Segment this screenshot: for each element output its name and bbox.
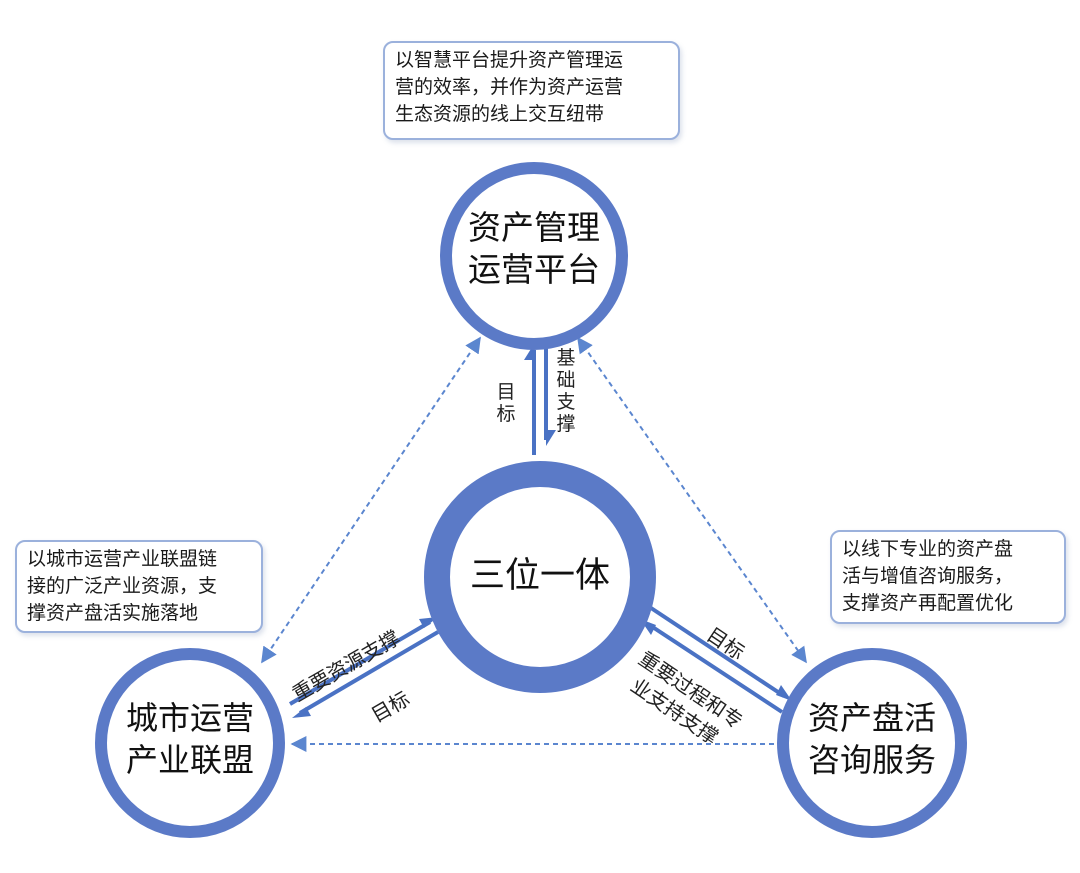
- arrow-center-to-top: [524, 344, 536, 455]
- note-right-line-1: 以线下专业的资产盘: [842, 538, 1014, 560]
- note-top-line-3: 生态资源的线上交互纽带: [395, 103, 605, 125]
- note-top-line-1: 以智慧平台提升资产管理运: [395, 49, 624, 71]
- dashed-edge-top-left: [261, 336, 481, 664]
- node-top-label: 资产管理 运营平台: [454, 207, 614, 291]
- edge-label-top-left: 目标: [496, 381, 516, 425]
- node-top-label-line-2: 运营平台: [468, 250, 600, 289]
- note-left-line-1: 以城市运营产业联盟链: [27, 548, 218, 570]
- arrow-center-to-right: [646, 604, 792, 701]
- node-top-label-line-1: 资产管理: [468, 208, 600, 247]
- note-right-line-2: 活与增值咨询服务，: [842, 565, 1014, 587]
- note-right: 以线下专业的资产盘 活与增值咨询服务， 支撑资产再配置优化: [830, 530, 1066, 624]
- node-top-ring: [440, 162, 628, 350]
- node-right-label-line-2: 咨询服务: [807, 741, 936, 779]
- note-left-line-3: 撑资产盘活实施落地: [27, 602, 199, 624]
- edge-label-top-right: 基础支撑: [556, 347, 576, 435]
- node-right-label-line-1: 资产盘活: [807, 699, 936, 737]
- node-left-label-line-1: 城市运营: [125, 699, 254, 737]
- arrow-top-to-center: [544, 342, 556, 446]
- node-left-ring: [95, 648, 285, 838]
- arrow-center-to-left: [292, 630, 440, 718]
- node-left-label-line-2: 产业联盟: [125, 741, 254, 779]
- note-left: 以城市运营产业联盟链 接的广泛产业资源，支 撑资产盘活实施落地: [15, 540, 263, 633]
- note-right-line-3: 支撑资产再配置优化: [842, 592, 1014, 614]
- note-top: 以智慧平台提升资产管理运 营的效率，并作为资产运营 生态资源的线上交互纽带: [383, 41, 680, 140]
- node-center-ring: [424, 461, 656, 693]
- node-center-label: 三位一体: [450, 554, 630, 598]
- node-right-ring: [777, 648, 967, 838]
- note-top-line-2: 营的效率，并作为资产运营: [395, 76, 624, 98]
- dashed-edge-top-right: [577, 336, 807, 664]
- node-center-label-line-1: 三位一体: [469, 556, 610, 596]
- node-left-label: 城市运营 产业联盟: [110, 697, 270, 781]
- note-left-line-2: 接的广泛产业资源，支: [27, 575, 218, 597]
- node-right-label: 资产盘活 咨询服务: [792, 697, 952, 781]
